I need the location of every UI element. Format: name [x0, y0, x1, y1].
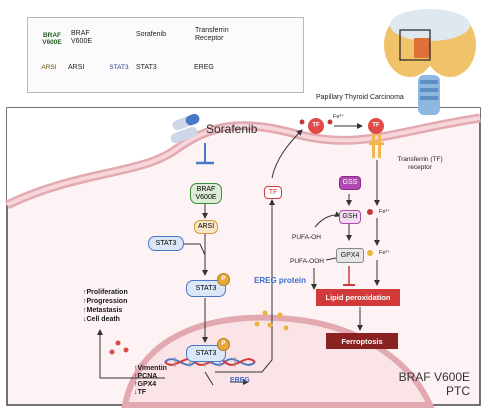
pufa-ooh-label: PUFA-OOH — [290, 258, 324, 265]
gsh-node: GSH — [339, 210, 361, 224]
tf-cell-node: TF — [264, 186, 282, 199]
stat3-cyto-node: STAT3 — [148, 236, 184, 251]
inhibition-bar-icon — [196, 143, 214, 165]
legend-sorafenib: Sorafenib — [136, 31, 166, 38]
outcome-item: ↑Progression — [83, 298, 128, 305]
pufa-oh-label: PUFA-OH — [292, 234, 321, 241]
dna-icon — [164, 357, 256, 367]
braf-node: BRAF V600E — [190, 183, 222, 204]
legend-braf-text: BRAF V600E — [71, 30, 93, 45]
ereg-protein-label: EREG protein — [254, 276, 307, 285]
corner-label: BRAF V600E PTC — [378, 370, 470, 398]
capsule-icon — [170, 113, 200, 144]
legend-ereg: EREG — [194, 64, 214, 71]
tf-receptor-label: Transferrin (TF) receptor — [397, 156, 443, 171]
nuclear-targets-list: ↑Vimentin ↑PCNA ↑GPX4 ↓TF — [134, 365, 167, 397]
corner-label-line1: BRAF V600E — [398, 370, 470, 384]
tf-outside-2: TF — [372, 122, 380, 129]
legend-arsi-badge: ARSI — [41, 64, 57, 71]
sorafenib-label: Sorafenib — [206, 122, 258, 136]
legend-stat3-badge: STAT3 — [109, 64, 129, 71]
phospho-badge-1: P — [217, 273, 230, 286]
nuclear-target-item: ↓TF — [134, 389, 147, 396]
transferrin-receptor-icon — [369, 134, 384, 158]
legend-braf-badge: BRAF V600E — [42, 32, 62, 46]
fe2-inside-label: Fe²⁺ — [379, 250, 391, 256]
gss-node: GSS — [339, 176, 361, 190]
cell-membrane — [7, 108, 480, 205]
legend-arsi-text: ARSI — [68, 64, 85, 71]
corner-label-line2: PTC — [446, 384, 470, 398]
stat3-nuc-node: STAT3 — [186, 345, 226, 362]
ferroptosis-box: Ferroptosis — [326, 333, 398, 349]
phospho-badge-2: P — [217, 338, 230, 351]
outcomes-list: ↑Proliferation ↑Progression ↑Metastasis … — [83, 288, 128, 324]
stat3-phos-node: STAT3 — [186, 280, 226, 297]
outcome-item: ↑Proliferation — [83, 289, 128, 296]
nuclear-target-item: ↑Vimentin — [134, 365, 167, 372]
legend-stat3-text: STAT3 — [136, 64, 157, 71]
nuclear-target-item: ↑GPX4 — [134, 381, 157, 388]
tf-outside-1: TF — [312, 122, 320, 129]
fe3-inside-label: Fe³⁺ — [379, 209, 391, 215]
outcome-item: ↑Metastasis — [83, 307, 123, 314]
arsi-node: ARSI — [194, 220, 218, 234]
papillary-label: Papillary Thyroid Carcinoma — [316, 94, 404, 101]
gpx4-node: GPX4 — [336, 248, 364, 263]
lipid-peroxidation-box: Lipid peroxidation — [316, 289, 400, 306]
fe3-outside: Fe³⁺ — [333, 114, 345, 120]
legend-transferrin-receptor: Transferrin Receptor — [195, 27, 229, 42]
nuclear-target-item: ↑PCNA — [134, 373, 158, 380]
ereg-gene-label: EREG — [230, 377, 250, 384]
legend — [27, 17, 304, 93]
thyroid-gland-icon — [384, 9, 476, 115]
outcome-item: ↓Cell death — [83, 316, 120, 323]
